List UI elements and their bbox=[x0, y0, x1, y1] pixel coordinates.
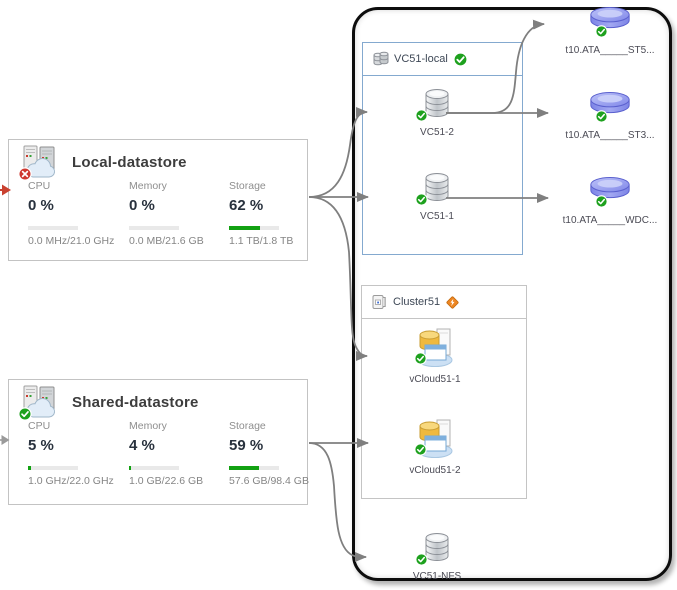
cluster-icon bbox=[370, 293, 388, 311]
group-cluster51: Cluster51 bbox=[361, 285, 527, 499]
ok-badge-icon bbox=[453, 52, 468, 67]
panel-title: Shared-datastore bbox=[72, 393, 199, 411]
ok-badge-icon bbox=[595, 195, 608, 208]
node-label: vCloud51-1 bbox=[409, 374, 461, 385]
node-vc51-2[interactable]: VC51-2 bbox=[392, 85, 482, 138]
panel-title: Local-datastore bbox=[72, 153, 187, 171]
group-header-cluster51[interactable]: Cluster51 bbox=[362, 286, 526, 319]
metric-label: Storage bbox=[229, 420, 266, 432]
ok-badge-icon bbox=[414, 352, 427, 365]
group-label: Cluster51 bbox=[393, 296, 441, 308]
metric-label: Memory bbox=[129, 420, 167, 432]
metric-value: 0 % bbox=[28, 197, 54, 214]
metric-detail: 1.1 TB/1.8 TB bbox=[229, 235, 294, 247]
metric-label: Memory bbox=[129, 180, 167, 192]
node-label: t10.ATA_____ST3... bbox=[565, 130, 655, 141]
datastore-card-local[interactable]: Local-datastore CPU 0 % 0.0 MHz/21.0 GHz… bbox=[8, 139, 308, 261]
metric-value: 4 % bbox=[129, 437, 155, 454]
node-label: vCloud51-2 bbox=[409, 465, 461, 476]
disk-icon bbox=[587, 88, 633, 119]
node-label: t10.ATA_____WDC... bbox=[562, 215, 658, 226]
ok-badge-icon bbox=[18, 407, 32, 421]
ok-badge-icon bbox=[415, 109, 428, 122]
node-disk-st5[interactable]: t10.ATA_____ST5... bbox=[555, 3, 665, 56]
metric-value: 62 % bbox=[229, 197, 264, 214]
warning-badge-icon bbox=[445, 295, 460, 310]
node-vc51-nfs[interactable]: VC51-NFS bbox=[392, 529, 482, 582]
metric-detail: 57.6 GB/98.4 GB bbox=[229, 475, 309, 487]
server-cloud-icon bbox=[21, 144, 63, 180]
ok-badge-icon bbox=[415, 193, 428, 206]
error-badge-icon bbox=[18, 167, 32, 181]
node-vcloud51-1[interactable]: vCloud51-1 bbox=[390, 326, 480, 385]
metric-bar bbox=[129, 466, 179, 470]
metric-bar bbox=[129, 226, 179, 230]
disk-icon bbox=[587, 3, 633, 34]
metric-bar bbox=[229, 226, 279, 230]
metric-detail: 0.0 MB/21.6 GB bbox=[129, 235, 204, 247]
ok-badge-icon bbox=[595, 110, 608, 123]
node-vc51-1[interactable]: VC51-1 bbox=[392, 169, 482, 222]
metric-value: 59 % bbox=[229, 437, 264, 454]
host-datastore-icon bbox=[371, 50, 389, 68]
server-cloud-icon bbox=[21, 384, 63, 420]
node-label: VC51-2 bbox=[420, 127, 454, 138]
node-vcloud51-2[interactable]: vCloud51-2 bbox=[390, 417, 480, 476]
metric-bar bbox=[229, 466, 279, 470]
node-label: VC51-1 bbox=[420, 211, 454, 222]
datastore-card-shared[interactable]: Shared-datastore CPU 5 % 1.0 GHz/22.0 GH… bbox=[8, 379, 309, 505]
group-vc51-local: VC51-local bbox=[362, 42, 523, 255]
metric-value: 5 % bbox=[28, 437, 54, 454]
node-disk-st3[interactable]: t10.ATA_____ST3... bbox=[555, 88, 665, 141]
node-disk-wdc[interactable]: t10.ATA_____WDC... bbox=[555, 173, 665, 226]
metric-bar bbox=[28, 466, 78, 470]
metric-label: CPU bbox=[28, 180, 51, 192]
ok-badge-icon bbox=[595, 25, 608, 38]
node-label: t10.ATA_____ST5... bbox=[565, 45, 655, 56]
group-label: VC51-local bbox=[394, 53, 448, 65]
metric-detail: 0.0 MHz/21.0 GHz bbox=[28, 235, 115, 247]
metric-bar bbox=[28, 226, 78, 230]
metric-detail: 1.0 GHz/22.0 GHz bbox=[28, 475, 114, 487]
metric-label: Storage bbox=[229, 180, 266, 192]
node-label: VC51-NFS bbox=[412, 571, 462, 582]
metric-value: 0 % bbox=[129, 197, 155, 214]
ok-badge-icon bbox=[414, 443, 427, 456]
metric-label: CPU bbox=[28, 420, 51, 432]
ok-badge-icon bbox=[415, 553, 428, 566]
group-header-vc51-local[interactable]: VC51-local bbox=[363, 43, 522, 76]
disk-icon bbox=[587, 173, 633, 204]
metric-detail: 1.0 GB/22.6 GB bbox=[129, 475, 204, 487]
